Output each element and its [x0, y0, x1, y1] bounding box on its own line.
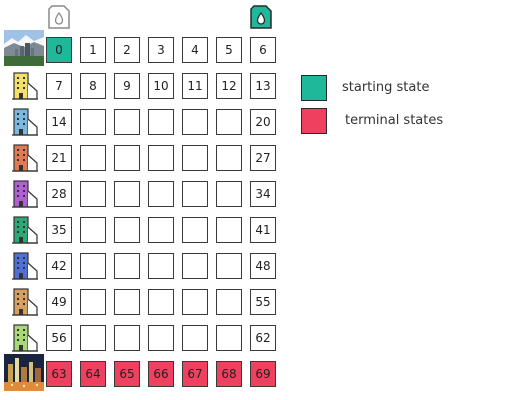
state-cell: [182, 181, 208, 207]
state-cell: [80, 253, 106, 279]
state-cell: [114, 181, 140, 207]
state-cell: 10: [148, 73, 174, 99]
state-cell: [80, 145, 106, 171]
state-cell: 2: [114, 37, 140, 63]
state-cell: 12: [216, 73, 242, 99]
las-vegas-night-photo: [4, 354, 44, 391]
state-cell: 28: [46, 181, 72, 207]
state-cell: 65: [114, 361, 140, 387]
building-icon: [11, 179, 39, 209]
state-cell: 7: [46, 73, 72, 99]
state-cell: [114, 253, 140, 279]
state-cell: [216, 109, 242, 135]
state-cell: 4: [182, 37, 208, 63]
fuel-can-outline-icon: [46, 4, 72, 30]
state-cell: 68: [216, 361, 242, 387]
state-cell: 13: [250, 73, 276, 99]
state-cell: [114, 145, 140, 171]
state-cell: 64: [80, 361, 106, 387]
state-cell: 49: [46, 289, 72, 315]
building-icon: [11, 107, 39, 137]
state-cell: 55: [250, 289, 276, 315]
state-cell: 62: [250, 325, 276, 351]
state-cell: 1: [80, 37, 106, 63]
state-cell: 5: [216, 37, 242, 63]
fuel-can-filled-icon: [248, 4, 274, 30]
state-cell: [80, 109, 106, 135]
state-cell: [148, 181, 174, 207]
state-cell: 42: [46, 253, 72, 279]
state-cell: [216, 145, 242, 171]
state-cell: [148, 289, 174, 315]
state-cell: 9: [114, 73, 140, 99]
state-cell: [80, 217, 106, 243]
state-cell: 27: [250, 145, 276, 171]
building-icon: [11, 251, 39, 281]
state-cell: [182, 217, 208, 243]
state-cell: [148, 109, 174, 135]
state-cell: 21: [46, 145, 72, 171]
state-cell: [216, 253, 242, 279]
state-cell: 56: [46, 325, 72, 351]
state-cell: 63: [46, 361, 72, 387]
legend-starting-label: starting state: [342, 80, 430, 95]
state-cell: 0: [46, 37, 72, 63]
state-cell: 3: [148, 37, 174, 63]
legend-terminal-label: terminal states: [345, 113, 444, 128]
building-icon: [11, 215, 39, 245]
state-cell: [80, 325, 106, 351]
state-cell: [182, 289, 208, 315]
state-cell: [114, 217, 140, 243]
state-cell: 14: [46, 109, 72, 135]
state-cell: [114, 325, 140, 351]
state-cell: [80, 289, 106, 315]
state-cell: 67: [182, 361, 208, 387]
state-cell: 11: [182, 73, 208, 99]
state-cell: 48: [250, 253, 276, 279]
building-icon: [11, 143, 39, 173]
legend-starting-swatch: [301, 75, 327, 101]
state-cell: 69: [250, 361, 276, 387]
state-cell: [182, 325, 208, 351]
state-cell: [148, 145, 174, 171]
legend-terminal-swatch: [301, 108, 327, 134]
state-cell: 6: [250, 37, 276, 63]
state-cell: [216, 217, 242, 243]
state-cell: [80, 181, 106, 207]
building-icon: [11, 323, 39, 353]
state-cell: [114, 109, 140, 135]
state-cell: [216, 289, 242, 315]
state-cell: [148, 325, 174, 351]
state-cell: 34: [250, 181, 276, 207]
state-cell: [216, 325, 242, 351]
los-angeles-skyline-photo: [4, 30, 44, 66]
state-cell: 35: [46, 217, 72, 243]
state-cell: 66: [148, 361, 174, 387]
state-cell: [148, 217, 174, 243]
building-icon: [11, 287, 39, 317]
state-cell: [182, 109, 208, 135]
building-icon: [11, 71, 39, 101]
state-cell: [182, 145, 208, 171]
state-cell: 41: [250, 217, 276, 243]
state-cell: 20: [250, 109, 276, 135]
state-cell: 8: [80, 73, 106, 99]
state-cell: [182, 253, 208, 279]
state-cell: [114, 289, 140, 315]
state-cell: [216, 181, 242, 207]
state-cell: [148, 253, 174, 279]
